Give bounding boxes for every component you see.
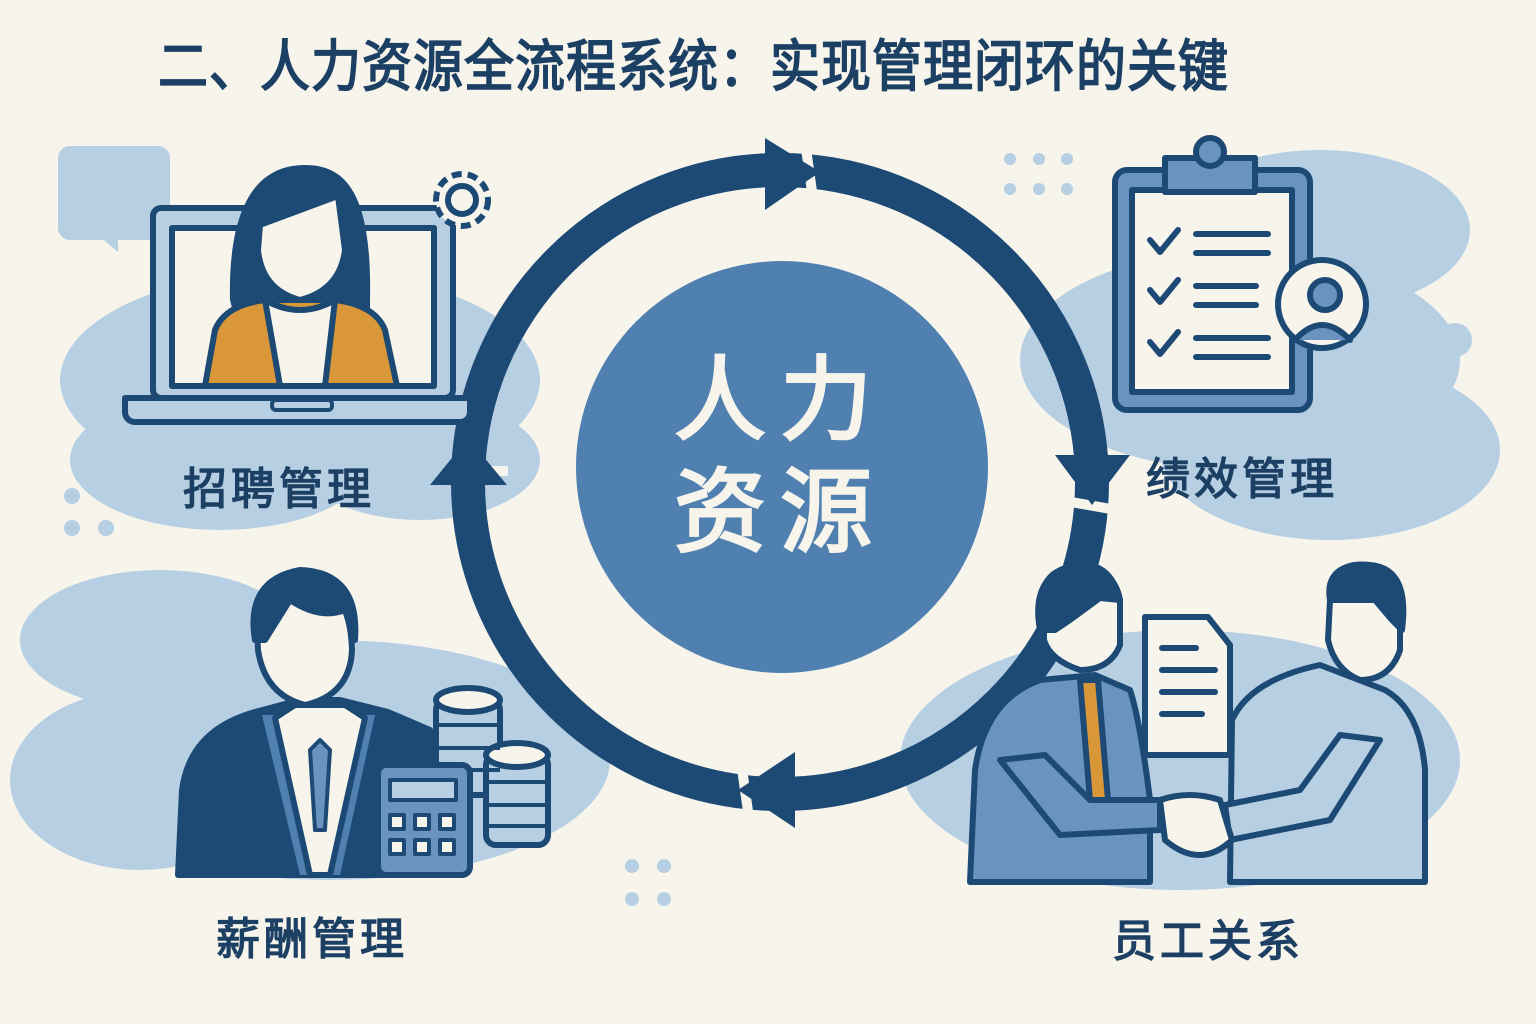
center-label-line1: 人力 bbox=[673, 347, 886, 454]
arrow-head-left bbox=[430, 438, 507, 485]
cycle-ring bbox=[430, 138, 1130, 828]
businessman-calculator-coins-icon bbox=[175, 567, 551, 878]
page-title: 二、人力资源全流程系统：实现管理闭环的关键 bbox=[158, 34, 1229, 100]
arrow-head-bottom bbox=[738, 752, 795, 828]
module-label-performance: 绩效管理 bbox=[1146, 454, 1338, 505]
module-label-employee-relations: 员工关系 bbox=[1112, 916, 1304, 967]
center-label: 人力 资源 bbox=[580, 345, 980, 569]
arrow-head-top bbox=[765, 138, 820, 210]
center-circle bbox=[576, 261, 988, 673]
laptop-woman-gear-icon bbox=[122, 165, 491, 425]
arrow-head-right bbox=[1055, 455, 1130, 505]
center-label-line2: 资源 bbox=[673, 459, 886, 566]
handshake-document-icon bbox=[967, 561, 1428, 885]
module-label-recruitment: 招聘管理 bbox=[183, 464, 375, 515]
clipboard-checklist-user-icon bbox=[1112, 135, 1369, 413]
module-label-compensation: 薪酬管理 bbox=[216, 914, 408, 965]
